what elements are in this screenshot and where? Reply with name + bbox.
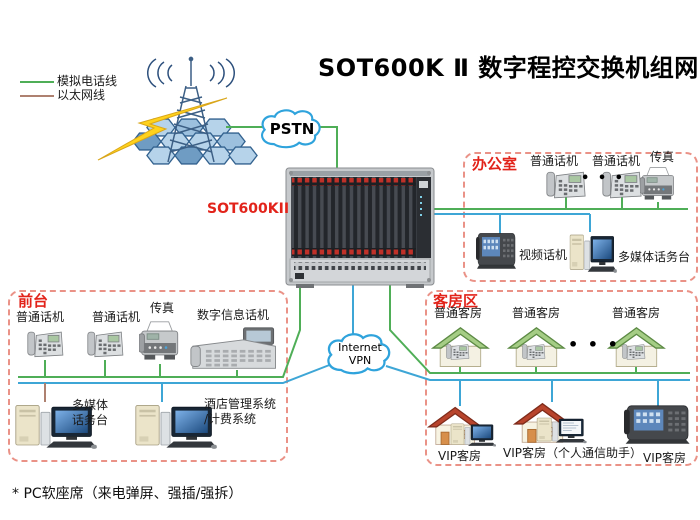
- pstn-cloud-label: PSTN: [269, 120, 315, 138]
- footnote: * PC软座席（来电弹屏、强插/强拆）: [12, 486, 243, 502]
- guest-area-ellipsis-dots: • • •: [568, 335, 620, 354]
- guest-area-zone-title: 客房区: [433, 292, 479, 310]
- office-zone-box: [463, 152, 698, 282]
- vip-room2-label: VIP客房（个人通信助手）: [503, 446, 642, 460]
- office-phone2-label: 普通话机: [592, 154, 641, 168]
- guest-room2-label: 普通客房: [512, 306, 561, 320]
- frontdesk-console-label-line1: 多媒体: [72, 398, 109, 412]
- vpn-blue-lines: [18, 213, 690, 406]
- office-video-phone-label: 视频话机: [519, 248, 568, 262]
- legend-line-swatches: [20, 81, 54, 97]
- legend-analog-label: 模拟电话线: [57, 74, 118, 88]
- office-console-label: 多媒体话务台: [618, 250, 691, 264]
- frontdesk-phone1-label: 普通话机: [16, 310, 65, 324]
- page-title: SOT600K Ⅱ 数字程控交换机组网图: [318, 54, 700, 82]
- vip-room3-label: VIP客房: [643, 451, 686, 465]
- front-desk-zone-title: 前台: [18, 292, 49, 310]
- front-desk-zone-box: [8, 290, 288, 462]
- office-ellipsis-dots: • • •: [581, 171, 625, 186]
- internet-label-line2: VPN: [348, 354, 372, 367]
- frontdesk-digital-phone-label: 数字信息话机: [197, 308, 270, 322]
- switch-label: SOT600KII: [207, 201, 290, 217]
- legend-ethernet-label: 以太网线: [57, 88, 106, 102]
- office-zone-title: 办公室: [472, 155, 518, 173]
- frontdesk-hotel-system-label-line1: 酒店管理系统: [204, 397, 277, 411]
- frontdesk-fax-label: 传真: [150, 301, 175, 315]
- office-phone1-label: 普通话机: [530, 154, 579, 168]
- lightning-bolt-icon: [97, 97, 228, 161]
- frontdesk-hotel-system-label-line2: /计费系统: [204, 412, 257, 426]
- pbx-switch-chassis: [285, 167, 435, 288]
- guest-room1-label: 普通客房: [434, 306, 483, 320]
- analog-phone-lines: [18, 126, 690, 378]
- radio-tower-icon: [147, 56, 235, 163]
- frontdesk-console-label-line2: 话务台: [72, 413, 109, 427]
- guest-room3-label: 普通客房: [612, 306, 661, 320]
- vip-room-pc-icon-2: [536, 417, 587, 444]
- vip-room1-label: VIP客房: [438, 449, 481, 463]
- frontdesk-phone2-label: 普通话机: [92, 310, 141, 324]
- internet-vpn-cloud-label: Internet VPN: [322, 330, 398, 378]
- internet-label-line1: Internet: [338, 341, 382, 354]
- office-fax-label: 传真: [650, 150, 675, 164]
